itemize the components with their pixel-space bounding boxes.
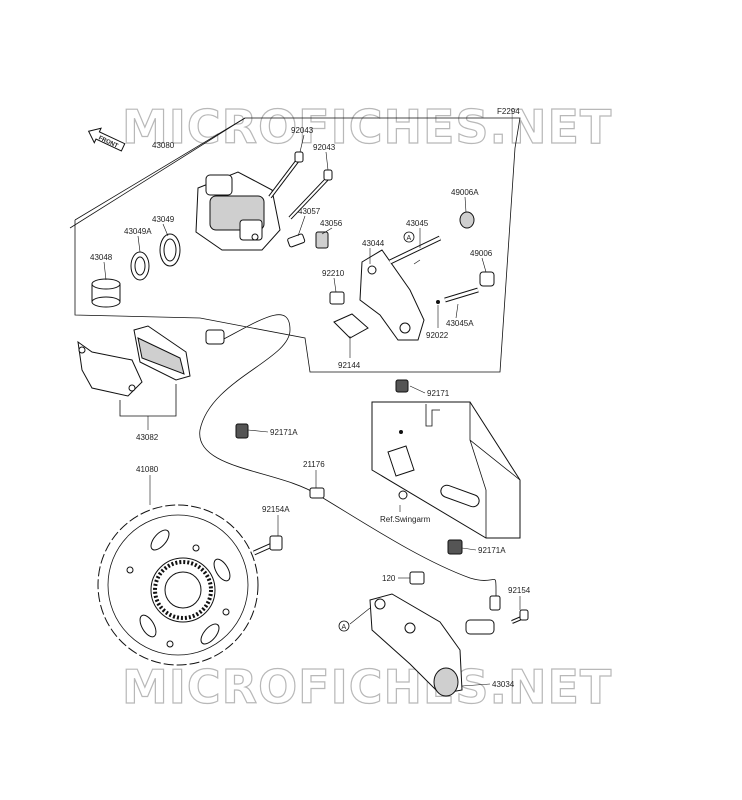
callout-92171A-upper: 92171A [270, 428, 298, 437]
callout-92171: 92171 [427, 389, 450, 398]
callout-92154: 92154 [508, 586, 531, 595]
callout-92022: 92022 [426, 331, 449, 340]
brake-pad-right [133, 325, 191, 381]
brake-disc-41080 [97, 504, 259, 666]
bolt-92154A [252, 535, 283, 556]
brake-pad-left [77, 340, 143, 397]
sensor-connector [205, 329, 225, 345]
ref-swingarm-label: Ref.Swingarm [380, 515, 431, 524]
callout-92154A: 92154A [262, 505, 290, 514]
callout-43045: 43045 [406, 219, 429, 228]
callout-43034: 43034 [492, 680, 515, 689]
clamp-92171A-upper [235, 423, 249, 439]
marker-a-circle-upper [403, 231, 415, 243]
callout-49006: 49006 [470, 249, 493, 258]
marker-a-lower: A [342, 624, 347, 631]
callout-92171A-lower: 92171A [478, 546, 506, 555]
marker-a-upper: A [407, 235, 412, 242]
watermark-top: MICROFICHES.NET [122, 100, 612, 154]
callout-43057: 43057 [298, 207, 321, 216]
valve-43056 [315, 231, 329, 249]
callout-120: 120 [382, 574, 396, 583]
sensor-wire-21176 [199, 314, 497, 600]
callout-92144: 92144 [338, 361, 361, 370]
callout-43056: 43056 [320, 219, 343, 228]
callout-21176: 21176 [303, 460, 325, 469]
bolt-92154 [511, 609, 529, 624]
marker-a-circle-lower [338, 620, 350, 632]
boot-49006 [479, 271, 495, 287]
caliper-body [195, 171, 281, 251]
callout-43044: 43044 [362, 239, 385, 248]
clamp-92171 [395, 379, 409, 393]
callout-43048: 43048 [90, 253, 113, 262]
callout-43082: 43082 [136, 433, 159, 442]
boot-49006A [459, 211, 475, 229]
callout-92210: 92210 [322, 269, 345, 278]
leader-lines [103, 134, 521, 687]
front-arrow-icon: FRONT [87, 127, 126, 152]
callout-43045A: 43045A [446, 319, 474, 328]
bolt-43045 [388, 235, 442, 265]
bolt-43045A [444, 287, 479, 303]
bolt-120 [409, 571, 425, 585]
callout-43049: 43049 [152, 215, 175, 224]
piston-43048 [91, 278, 121, 308]
sensor-bracket-43034 [369, 593, 501, 697]
callout-49006A: 49006A [451, 188, 479, 197]
callout-41080: 41080 [136, 465, 159, 474]
clamp-92171A-lower [447, 539, 463, 555]
sleeve-92210 [329, 291, 345, 305]
callout-92043-b: 92043 [313, 143, 336, 152]
pin-92043-a [268, 151, 304, 199]
bleeder-43057 [287, 233, 306, 248]
spring-92144 [333, 313, 369, 339]
figure-code: F2294 [497, 107, 520, 116]
watermark-bottom: MICROFICHES.NET [122, 660, 612, 714]
callout-92043-a: 92043 [291, 126, 314, 135]
pin-92043-b [288, 169, 333, 220]
swingarm-reference [371, 401, 521, 539]
callout-43080: 43080 [152, 141, 175, 150]
caliper-assembly-frame [74, 117, 521, 373]
callout-43049A: 43049A [124, 227, 152, 236]
clip-92022 [436, 300, 440, 304]
